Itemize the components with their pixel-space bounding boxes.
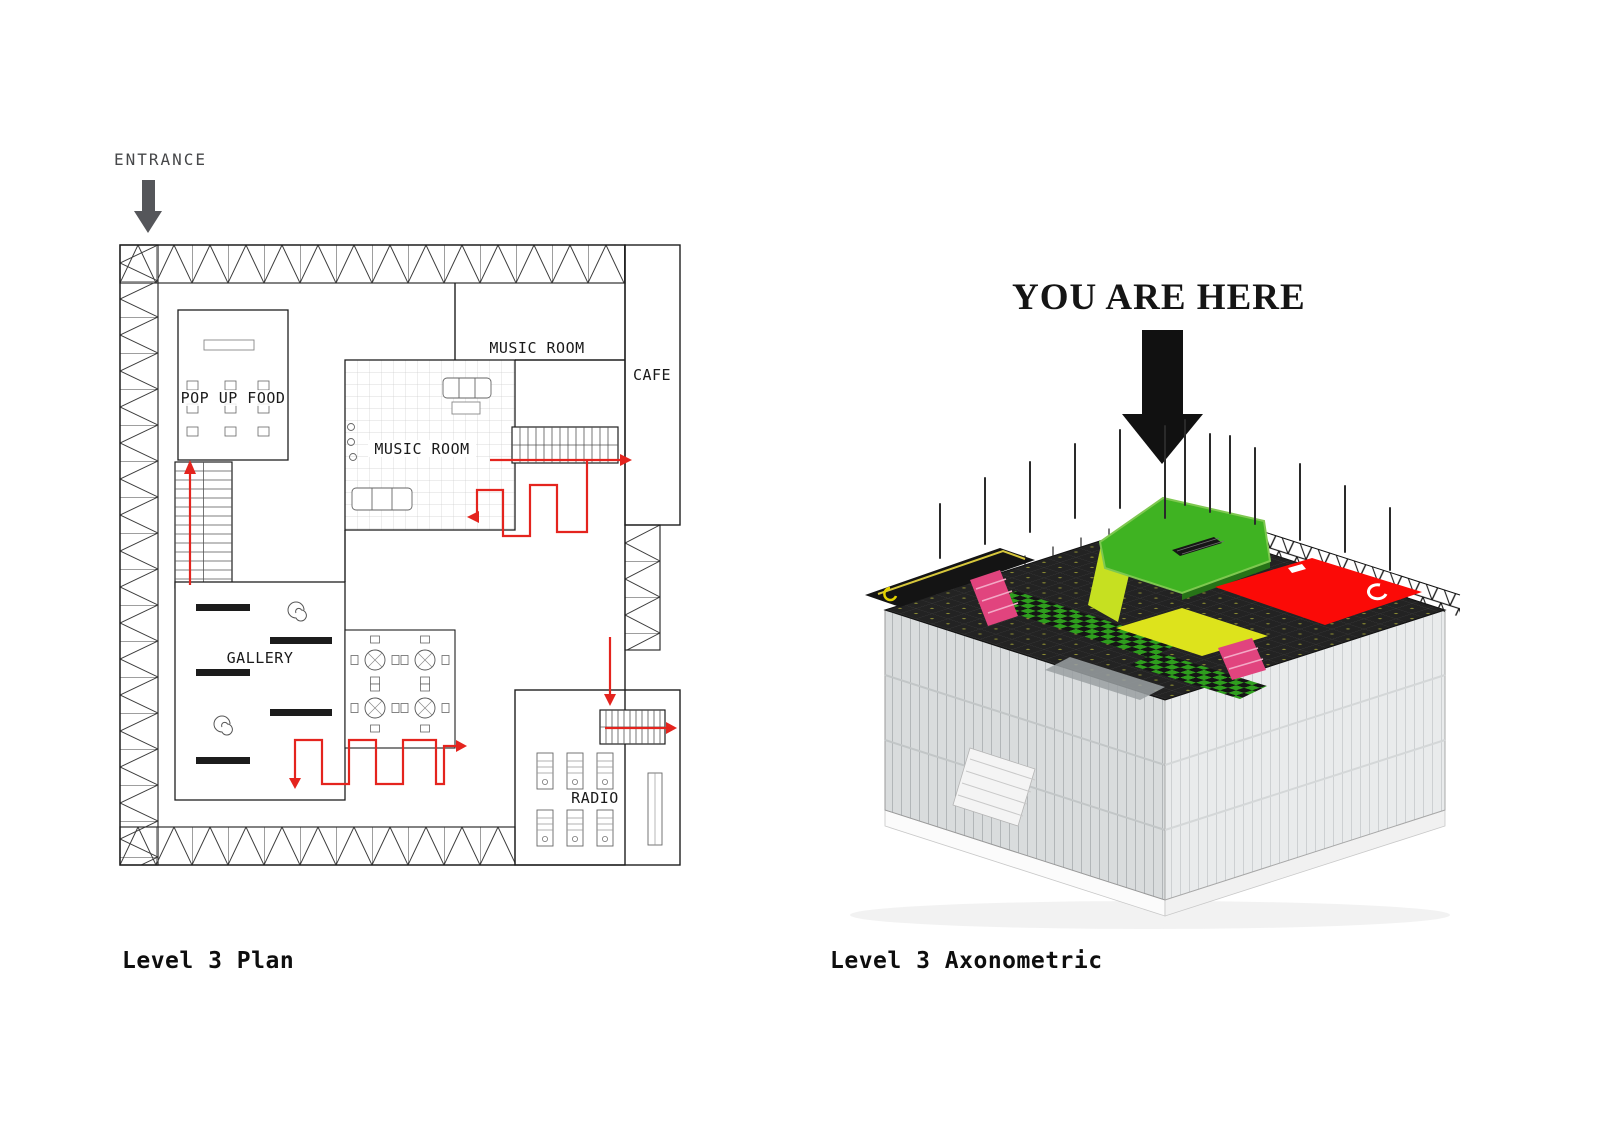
room-label-pop-up-food: POP UP FOOD: [181, 389, 286, 407]
truss-bands: [119, 244, 661, 866]
route-arrow-right3-icon: [456, 740, 467, 752]
room-pop-up-food: POP UP FOOD: [177, 309, 289, 461]
route-arrow-up-icon: [184, 460, 196, 474]
stairs-east: [511, 426, 619, 464]
green-stair: [1172, 537, 1222, 556]
ground-shadow: [850, 901, 1450, 929]
room-label-gallery: GALLERY: [227, 649, 294, 667]
plan-caption: Level 3 Plan: [122, 948, 295, 974]
scaffold-poles: [939, 419, 1391, 571]
plant-icon: [213, 601, 307, 736]
interior-stair: [952, 747, 1036, 827]
room-label-music-room-lower: MUSIC ROOM: [374, 440, 469, 458]
route-arrow-left-icon: [467, 511, 479, 523]
marker-arrow-icon: [1122, 330, 1203, 464]
stairs-west: [174, 461, 233, 589]
couch: [351, 377, 492, 511]
entrance-arrow-icon: [142, 180, 155, 211]
checker-terrace-1: [988, 591, 1178, 658]
dark-walkway: [865, 548, 1035, 607]
entrance-arrow-head: [134, 211, 162, 233]
axonometric-view: [850, 330, 1461, 929]
route-meander-music: [475, 461, 589, 538]
room-label-music-room-upper: MUSIC ROOM: [489, 339, 584, 357]
room-label-radio: RADIO: [571, 789, 619, 807]
room-gallery: GALLERY: [174, 581, 346, 801]
route-arrow-down-icon: [604, 694, 616, 706]
circulation-routes: [184, 454, 677, 789]
radio-equipment: [536, 752, 663, 847]
gallery-walls: [196, 604, 332, 764]
building-model: [865, 419, 1461, 917]
entrance: ENTRANCE: [114, 150, 207, 233]
route-arrow-right-icon: [620, 454, 632, 466]
route-meander-gallery: [293, 738, 456, 786]
gray-walkway: [1045, 657, 1165, 700]
stools: [347, 423, 357, 461]
deck-program: [865, 496, 1422, 700]
seating-area: [344, 629, 456, 749]
you-are-here-label: YOU ARE HERE: [1012, 277, 1306, 318]
room-radio: RADIO: [536, 709, 666, 847]
yellow-mark: [883, 586, 898, 602]
lime-walkway: [1116, 608, 1268, 656]
green-platform: [1098, 496, 1272, 595]
white-mark: [1367, 583, 1388, 601]
entrance-label: ENTRANCE: [114, 150, 207, 169]
route-arrow-down2-icon: [289, 778, 301, 789]
plan-walls: [119, 244, 681, 866]
red-terrace: [1215, 558, 1422, 625]
pink-stair-2: [1218, 638, 1266, 680]
checker-terrace-2: [1130, 652, 1267, 699]
floor-plan: ENTRANCE POP U: [114, 150, 681, 866]
room-music-room: MUSIC ROOM: [344, 359, 516, 531]
green-edge: [1182, 561, 1270, 600]
axon-caption: Level 3 Axonometric: [830, 948, 1103, 974]
route-arrow-right2-icon: [666, 722, 677, 734]
room-label-cafe: CAFE: [633, 366, 671, 384]
pink-stair-1: [970, 570, 1019, 626]
